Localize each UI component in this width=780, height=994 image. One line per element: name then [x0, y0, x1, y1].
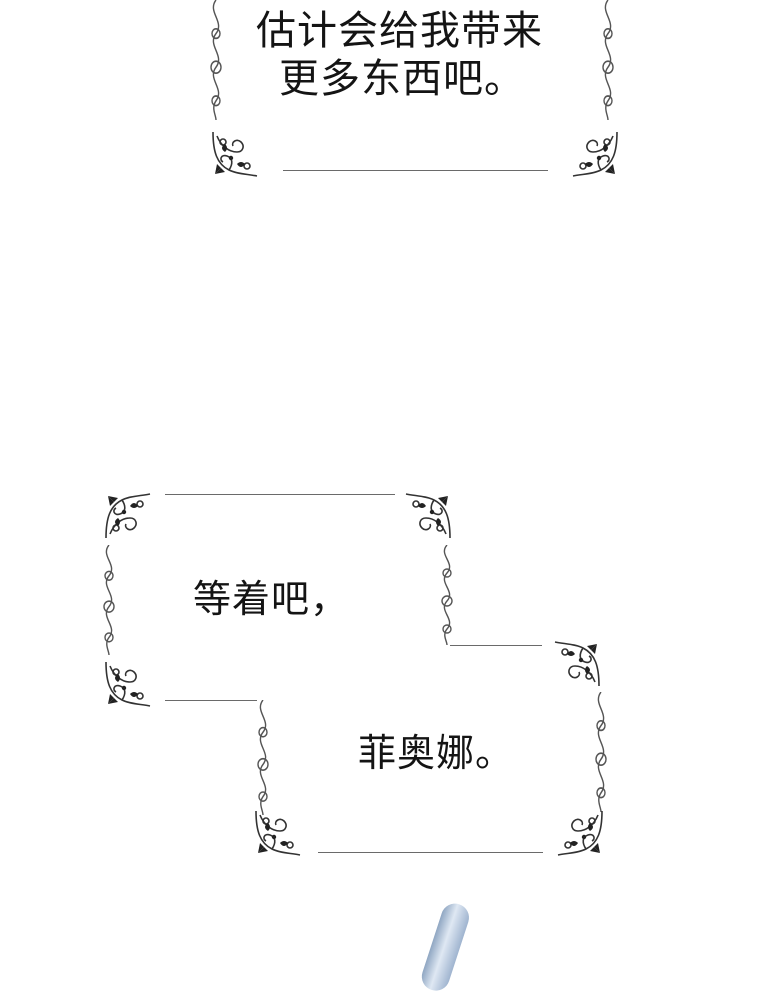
ornament-vine-icon: [205, 0, 227, 120]
ornament-corner-icon: [100, 656, 156, 712]
ornament-corner-icon: [250, 805, 306, 861]
ornament-vine-icon: [436, 545, 458, 645]
frame-rule: [450, 645, 542, 646]
ornament-vine-icon: [597, 0, 619, 120]
caption-line: 菲奥娜。: [358, 731, 515, 775]
caption-line: 更多东西吧。: [279, 56, 525, 102]
brush-stroke: [418, 900, 473, 994]
ornament-corner-icon: [400, 488, 456, 544]
frame-rule: [165, 700, 257, 701]
ornament-vine-icon: [98, 545, 120, 655]
ornament-corner-icon: [207, 126, 263, 182]
ornament-corner-icon: [567, 126, 623, 182]
frame-rule: [283, 170, 548, 171]
caption-line: 等着吧，: [193, 577, 350, 621]
ornament-corner-icon: [100, 488, 156, 544]
ornament-vine-icon: [590, 692, 612, 812]
frame-rule: [165, 494, 395, 495]
ornament-corner-icon: [549, 636, 605, 692]
frame-rule: [318, 852, 543, 853]
caption-line: 估计会给我带来: [256, 8, 543, 54]
ornament-corner-icon: [552, 805, 608, 861]
ornament-vine-icon: [252, 700, 274, 815]
